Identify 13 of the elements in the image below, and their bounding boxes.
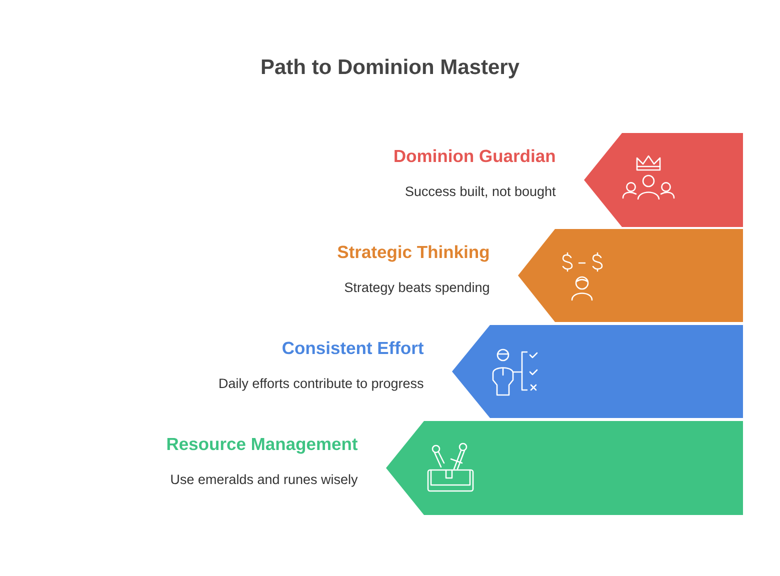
chevron-banner bbox=[386, 421, 743, 515]
chevron-banner bbox=[584, 133, 743, 227]
description-text: Use emeralds and runes wisely bbox=[171, 474, 358, 487]
description-text: Success built, not bought bbox=[406, 186, 556, 199]
heading-text: Consistent Effort bbox=[282, 341, 424, 354]
chevron-banner bbox=[452, 325, 743, 418]
description-text: Strategy beats spending bbox=[344, 282, 489, 295]
title: Path to Dominion Mastery bbox=[262, 58, 520, 78]
description-text: Daily efforts contribute to progress bbox=[220, 378, 424, 391]
chevron-banner bbox=[518, 229, 743, 322]
heading-text: Strategic Thinking bbox=[338, 245, 489, 262]
heading-text: Dominion Guardian bbox=[394, 149, 555, 162]
heading-text: Resource Management bbox=[167, 438, 358, 454]
